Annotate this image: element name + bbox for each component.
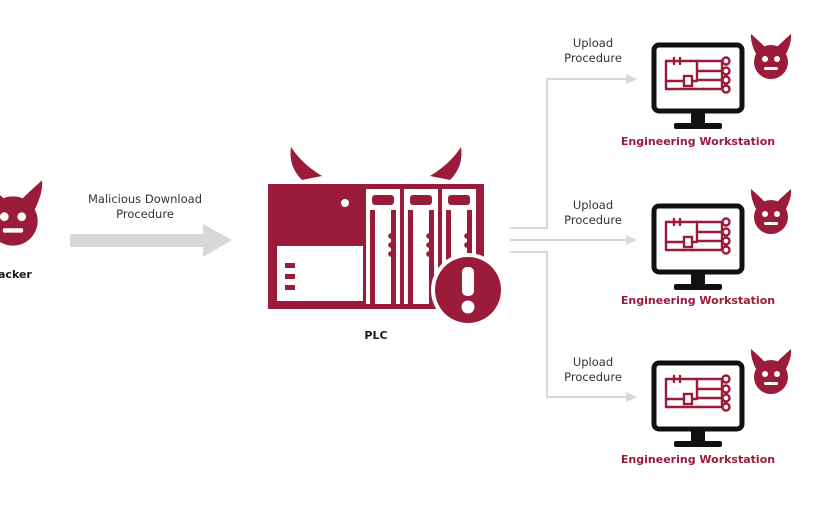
attacker-label: acker: [0, 268, 32, 281]
workstation-devil-icon-1: [750, 34, 792, 79]
plc-label: PLC: [364, 329, 388, 342]
workstation-monitor-icon-2: [654, 206, 742, 290]
workstation-monitor-icon-1: [654, 45, 742, 129]
malicious-download-label-line2: Procedure: [116, 207, 174, 221]
upload-label-3: Upload Procedure: [553, 355, 633, 385]
malicious-download-arrow: [70, 224, 232, 257]
workstation-label-1: Engineering Workstation: [620, 135, 776, 148]
upload-label-2-line1: Upload: [572, 198, 614, 212]
attacker-devil-icon: [0, 180, 43, 246]
malicious-download-label-line1: Malicious Download: [87, 192, 202, 206]
upload-label-1-line1: Upload: [572, 36, 614, 50]
workstation-devil-icon-3: [750, 349, 792, 394]
upload-label-2: Upload Procedure: [553, 198, 633, 228]
upload-label-1: Upload Procedure: [553, 36, 633, 66]
upload-label-3-line1: Upload: [572, 355, 614, 369]
workstation-devil-icon-2: [750, 189, 792, 234]
malicious-download-label: Malicious Download Procedure: [70, 192, 220, 222]
upload-arrowheads: [626, 74, 637, 402]
upload-label-1-line2: Procedure: [564, 51, 622, 65]
workstation-label-2: Engineering Workstation: [620, 294, 776, 307]
upload-connectors: [510, 78, 628, 398]
workstation-label-3: Engineering Workstation: [620, 453, 776, 466]
upload-label-2-line2: Procedure: [564, 213, 622, 227]
workstation-monitor-icon-3: [654, 363, 742, 447]
plc-device-icon: [268, 147, 484, 309]
upload-label-3-line2: Procedure: [564, 370, 622, 384]
exclamation-alert-icon: [431, 253, 505, 327]
